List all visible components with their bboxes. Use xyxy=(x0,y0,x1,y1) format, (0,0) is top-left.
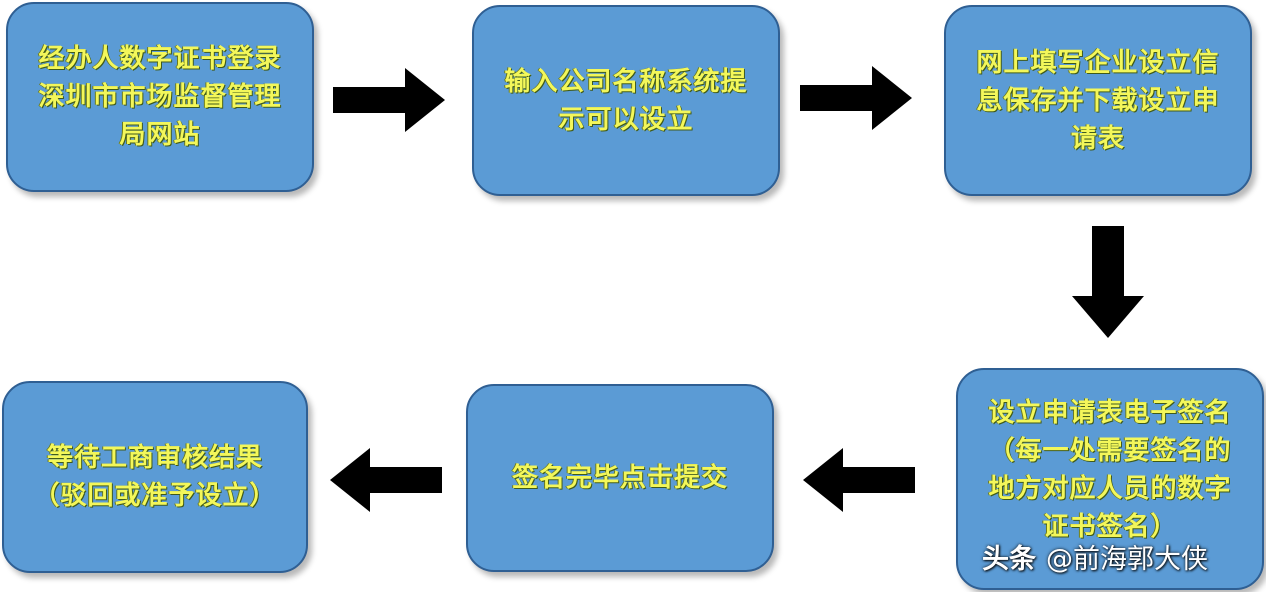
step-label-submit: 签名完毕点击提交 xyxy=(511,463,728,493)
step-label-login: 经办人数字证书登录深圳市市场监督管理局网站 xyxy=(38,44,282,150)
arrow-down-icon xyxy=(1072,226,1144,338)
watermark-handle: @前海郭大侠 xyxy=(1046,543,1208,575)
step-label-company-name: 输入公司名称系统提示可以设立 xyxy=(504,66,748,135)
step-box-e-signature: 设立申请表电子签名（每一处需要签名的地方对应人员的数字证书签名） xyxy=(956,368,1264,590)
watermark-brand: 头条 xyxy=(982,543,1036,575)
arrow-right-icon xyxy=(800,66,912,130)
step-box-fill-info: 网上填写企业设立信息保存并下载设立申请表 xyxy=(944,5,1252,196)
watermark: 头条 @前海郭大侠 xyxy=(982,536,1208,576)
step-label-e-signature: 设立申请表电子签名（每一处需要签名的地方对应人员的数字证书签名） xyxy=(988,398,1232,542)
step-box-submit: 签名完毕点击提交 xyxy=(466,384,774,572)
step-box-company-name: 输入公司名称系统提示可以设立 xyxy=(472,5,780,196)
arrow-right-icon xyxy=(333,68,445,132)
arrow-left-icon xyxy=(803,448,915,512)
arrow-left-icon xyxy=(330,448,442,512)
step-label-await-review: 等待工商审核结果（驳回或准予设立） xyxy=(33,443,277,511)
step-box-login: 经办人数字证书登录深圳市市场监督管理局网站 xyxy=(6,2,314,192)
step-box-await-review: 等待工商审核结果（驳回或准予设立） xyxy=(2,381,308,573)
step-label-fill-info: 网上填写企业设立信息保存并下载设立申请表 xyxy=(976,47,1220,154)
